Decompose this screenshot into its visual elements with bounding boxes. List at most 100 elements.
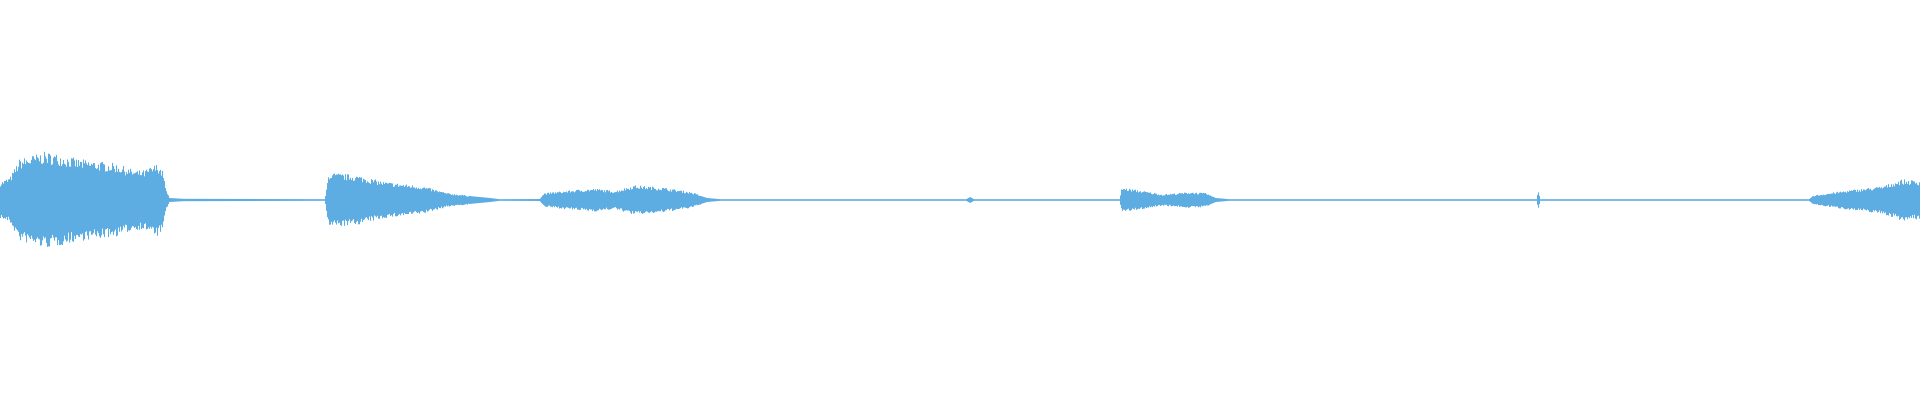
waveform-sample-column bbox=[1221, 198, 1223, 202]
waveform-sample-column bbox=[670, 189, 672, 210]
waveform-sample-column bbox=[1021, 199, 1023, 201]
waveform-sample-column bbox=[1095, 199, 1097, 201]
waveform-sample-column bbox=[184, 198, 186, 202]
waveform-sample-column bbox=[331, 177, 333, 222]
waveform-sample-column bbox=[1803, 199, 1805, 201]
waveform-sample-column bbox=[730, 199, 732, 201]
waveform-sample-column bbox=[808, 199, 810, 201]
waveform-sample-column bbox=[1240, 199, 1242, 201]
waveform-sample-column bbox=[1881, 187, 1883, 212]
waveform-sample-column bbox=[1840, 191, 1842, 209]
waveform-sample-column bbox=[488, 197, 490, 203]
waveform-sample-column bbox=[315, 199, 317, 201]
waveform-sample-column bbox=[345, 174, 347, 220]
waveform-sample-column bbox=[1600, 199, 1602, 201]
waveform-sample-column bbox=[476, 196, 478, 204]
waveform-sample-column bbox=[1686, 199, 1688, 201]
waveform-sample-column bbox=[859, 199, 861, 201]
waveform-sample-column bbox=[477, 196, 479, 204]
waveform-sample-column bbox=[1441, 199, 1443, 201]
waveform-sample-column bbox=[1709, 199, 1711, 201]
waveform-sample-column bbox=[108, 166, 110, 238]
waveform-sample-column bbox=[163, 178, 165, 222]
waveform-sample-column bbox=[832, 199, 834, 201]
waveform-sample-column bbox=[528, 199, 530, 201]
waveform-sample-column bbox=[1662, 199, 1664, 201]
waveform-sample-column bbox=[1571, 199, 1573, 201]
waveform-sample-column bbox=[994, 199, 996, 201]
waveform-sample-column bbox=[463, 195, 465, 205]
waveform-sample-column bbox=[576, 190, 578, 208]
waveform-sample-column bbox=[1827, 194, 1829, 206]
waveform-sample-column bbox=[744, 199, 746, 201]
waveform-sample-column bbox=[1312, 199, 1314, 201]
waveform-sample-column bbox=[1299, 199, 1301, 201]
waveform-sample-column bbox=[1683, 199, 1685, 201]
waveform-sample-column bbox=[1610, 199, 1612, 201]
waveform-sample-column bbox=[1293, 199, 1295, 201]
waveform-sample-column bbox=[1466, 199, 1468, 201]
waveform-sample-column bbox=[1483, 199, 1485, 201]
waveform-sample-column bbox=[1077, 199, 1079, 201]
waveform-sample-column bbox=[846, 199, 848, 201]
waveform-sample-column bbox=[638, 188, 640, 211]
waveform-sample-column bbox=[47, 162, 49, 247]
waveform-sample-column bbox=[881, 199, 883, 201]
waveform-sample-column bbox=[1773, 199, 1775, 201]
waveform-sample-column bbox=[1256, 199, 1258, 201]
waveform-sample-column bbox=[1072, 199, 1074, 201]
waveform-sample-column bbox=[617, 190, 619, 210]
waveform-sample-column bbox=[1473, 199, 1475, 201]
waveform-sample-column bbox=[786, 199, 788, 201]
waveform-sample-column bbox=[610, 192, 612, 210]
waveform-sample-column bbox=[162, 170, 164, 228]
waveform-sample-column bbox=[1758, 199, 1760, 201]
waveform-sample-column bbox=[192, 198, 194, 202]
waveform-sample-column bbox=[147, 171, 149, 230]
waveform-sample-column bbox=[975, 199, 977, 201]
waveform-sample-column bbox=[199, 198, 201, 202]
waveform-sample-column bbox=[393, 187, 395, 214]
waveform-sample-column bbox=[1043, 199, 1045, 201]
waveform-sample-column bbox=[737, 199, 739, 201]
waveform-sample-column bbox=[1880, 188, 1882, 214]
waveform-sample-column bbox=[1011, 199, 1013, 201]
waveform-sample-column bbox=[1117, 199, 1119, 201]
waveform-sample-column bbox=[161, 175, 163, 225]
waveform-sample-column bbox=[1407, 199, 1409, 201]
waveform-sample-column bbox=[1569, 199, 1571, 201]
waveform-sample-column bbox=[725, 199, 727, 201]
waveform-sample-column bbox=[154, 165, 156, 234]
waveform-sample-column bbox=[1498, 199, 1500, 201]
waveform-sample-column bbox=[84, 163, 86, 240]
waveform-sample-column bbox=[1703, 199, 1705, 201]
waveform-sample-column bbox=[789, 199, 791, 201]
waveform-sample-column bbox=[1157, 195, 1159, 207]
waveform-sample-column bbox=[1422, 199, 1424, 201]
waveform-sample-column bbox=[348, 174, 350, 222]
waveform-sample-column bbox=[963, 199, 965, 201]
waveform-sample-column bbox=[599, 189, 601, 209]
waveform-sample-column bbox=[1343, 199, 1345, 201]
waveform-sample-column bbox=[1450, 199, 1452, 201]
waveform-sample-column bbox=[1181, 193, 1183, 207]
waveform-sample-column bbox=[139, 170, 141, 230]
waveform-sample-column bbox=[358, 177, 360, 225]
waveform-sample-column bbox=[636, 188, 638, 212]
waveform-sample-column bbox=[602, 190, 604, 210]
waveform-sample-column bbox=[380, 181, 382, 216]
waveform-sample-column bbox=[464, 194, 466, 205]
waveform-sample-column bbox=[1641, 199, 1643, 201]
waveform-sample-column bbox=[862, 199, 864, 201]
waveform-sample-column bbox=[497, 198, 499, 202]
waveform-sample-column bbox=[62, 164, 64, 245]
waveform-sample-column bbox=[1264, 199, 1266, 201]
waveform-sample-column bbox=[1775, 199, 1777, 201]
waveform-sample-column bbox=[707, 198, 709, 202]
waveform-sample-column bbox=[257, 199, 259, 201]
waveform-sample-column bbox=[1417, 199, 1419, 201]
waveform-sample-column bbox=[1085, 199, 1087, 201]
waveform-sample-column bbox=[851, 199, 853, 201]
waveform-sample-column bbox=[10, 176, 12, 223]
waveform-sample-column bbox=[1636, 199, 1638, 201]
